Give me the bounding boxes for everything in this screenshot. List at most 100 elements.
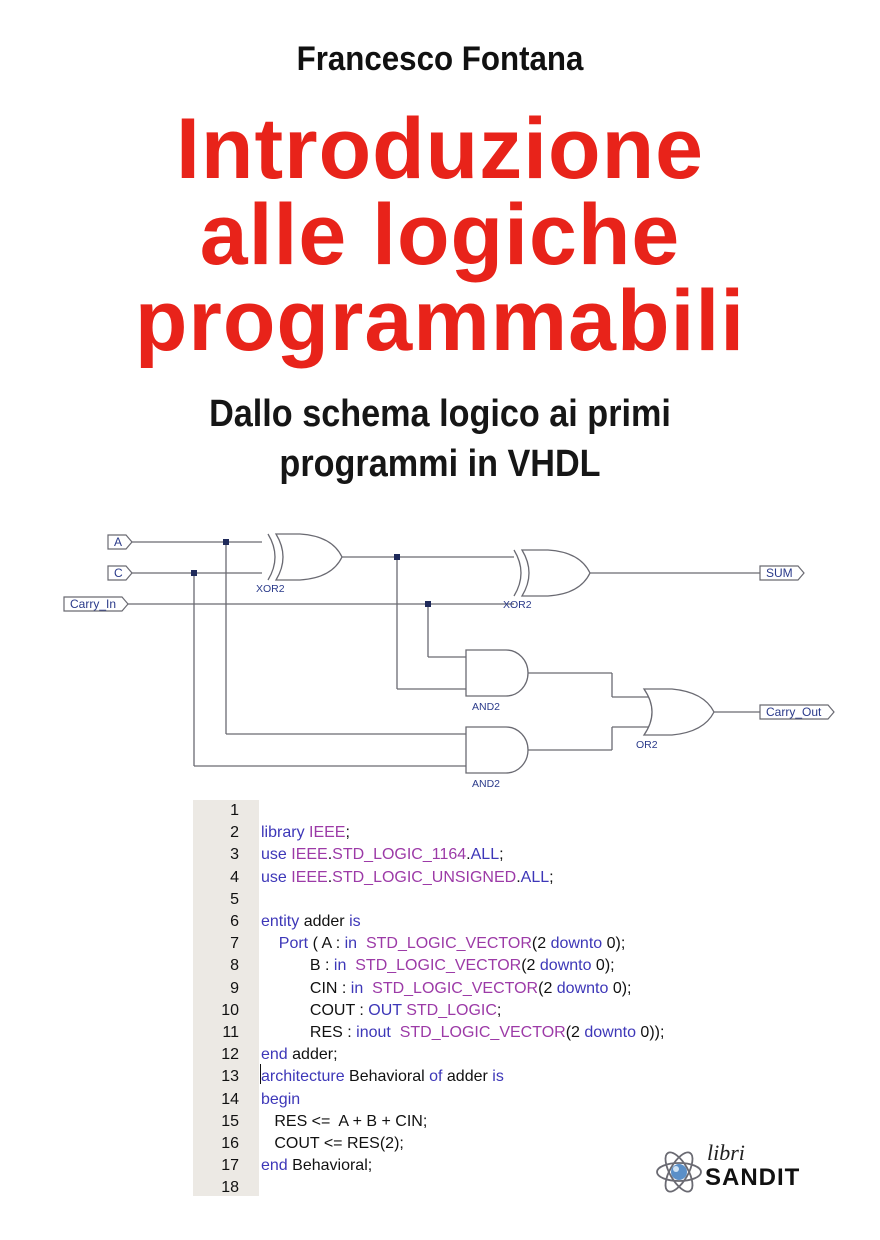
- code-token: is: [492, 1068, 504, 1086]
- port-carry-out-shape: [759, 704, 835, 720]
- code-token: [346, 957, 355, 974]
- code-token: end: [261, 1157, 293, 1175]
- code-line-number: 8: [230, 957, 239, 975]
- port-carry-in-shape: [63, 596, 129, 612]
- code-token: RES :: [261, 1024, 357, 1041]
- publisher-logo: libri SANDIT: [655, 1140, 835, 1200]
- code-line-number: 15: [221, 1112, 239, 1130]
- atom-logo-icon: [656, 1151, 702, 1193]
- input-label-carry-in: Carry_In: [70, 597, 116, 611]
- code-token: 0);: [591, 957, 615, 975]
- code-token: downto: [556, 979, 609, 997]
- code-token: IEEE: [291, 846, 328, 864]
- code-token: adder: [446, 1068, 493, 1086]
- author-name: Francesco Fontana: [296, 40, 584, 78]
- code-line-number: 5: [230, 890, 239, 908]
- code-token: use: [261, 868, 292, 886]
- port-c-shape: [107, 565, 133, 581]
- code-token: COUT <= RES(2);: [261, 1135, 404, 1152]
- gate-label-and1: AND2: [472, 701, 500, 713]
- junction-dot: [223, 539, 229, 545]
- publisher-name: SANDIT: [705, 1164, 801, 1191]
- text-cursor: [260, 1064, 261, 1084]
- code-token: adder;: [292, 1046, 338, 1064]
- input-label-a: A: [114, 535, 122, 549]
- code-line-number: 9: [230, 979, 239, 997]
- code-line: use IEEE.STD_LOGIC_1164.ALL;: [261, 846, 504, 864]
- code-line: COUT <= RES(2);: [261, 1135, 404, 1153]
- code-token: ;: [496, 1001, 502, 1019]
- code-line: RES <= A + B + CIN;: [261, 1113, 427, 1131]
- code-line-number: 3: [230, 846, 239, 864]
- code-token: begin: [261, 1090, 301, 1108]
- code-token: of: [429, 1068, 447, 1086]
- code-token: end: [261, 1046, 293, 1064]
- code-token: adder: [303, 913, 350, 930]
- junction-dot: [191, 570, 197, 576]
- code-line-number: 16: [221, 1135, 239, 1152]
- code-token: [391, 1024, 400, 1041]
- code-line: Port ( A : in STD_LOGIC_VECTOR(2 downto …: [261, 935, 626, 953]
- code-token: .: [327, 868, 333, 886]
- code-token: STD_LOGIC_VECTOR: [365, 935, 532, 953]
- code-token: downto: [584, 1024, 636, 1041]
- xor-gate-2: [513, 549, 591, 597]
- code-line-number: 14: [221, 1090, 239, 1108]
- code-token: [261, 935, 279, 952]
- port-a-shape: [107, 534, 133, 550]
- code-token: in: [350, 979, 364, 997]
- gate-label-or: OR2: [636, 739, 658, 751]
- code-line-number: 2: [230, 824, 239, 842]
- code-token: is: [349, 913, 361, 930]
- code-token: STD_LOGIC_UNSIGNED: [332, 868, 517, 886]
- code-token: (2: [531, 935, 551, 953]
- code-line-number: 17: [221, 1157, 239, 1175]
- code-token: STD_LOGIC_VECTOR: [372, 979, 539, 997]
- input-label-c: C: [114, 566, 123, 580]
- code-token: entity: [261, 913, 304, 930]
- code-token: ;: [499, 846, 504, 864]
- code-line: B : in STD_LOGIC_VECTOR(2 downto 0);: [261, 957, 615, 975]
- code-line-number: 13: [221, 1068, 239, 1086]
- code-token: RES <= A + B + CIN;: [261, 1112, 428, 1130]
- code-token: (2: [565, 1024, 585, 1041]
- code-token: .: [516, 868, 521, 886]
- code-token: Port: [278, 935, 309, 953]
- port-sum-shape: [759, 565, 805, 581]
- code-token: STD_LOGIC_1164: [332, 846, 467, 864]
- code-line: RES : inout STD_LOGIC_VECTOR(2 downto 0)…: [261, 1024, 665, 1042]
- code-token: (2: [521, 957, 540, 975]
- subtitle-line-1: Dallo schema logico ai primi: [209, 393, 671, 435]
- code-line-number: 6: [230, 913, 239, 930]
- code-line: COUT : OUT STD_LOGIC;: [261, 1002, 501, 1020]
- code-line: entity adder is: [261, 913, 361, 931]
- code-line: end Behavioral;: [261, 1157, 372, 1175]
- title-line-1: Introduzione: [176, 101, 704, 197]
- code-token: ;: [345, 824, 350, 842]
- code-token: Behavioral;: [292, 1157, 373, 1175]
- code-line: CIN : in STD_LOGIC_VECTOR(2 downto 0);: [261, 980, 632, 998]
- junction-dot: [394, 554, 400, 560]
- output-label-sum: SUM: [766, 566, 793, 580]
- code-token: ;: [549, 868, 554, 886]
- code-line-number: 12: [221, 1046, 239, 1064]
- code-token: .: [466, 846, 471, 864]
- title-line-2: alle logiche: [199, 187, 681, 283]
- and-gate-1: [465, 649, 529, 697]
- code-line: end adder;: [261, 1046, 338, 1064]
- code-token: ( A :: [308, 935, 345, 953]
- code-token: IEEE: [309, 824, 346, 842]
- code-token: STD_LOGIC_VECTOR: [355, 957, 522, 975]
- publisher-libri: libri: [707, 1140, 745, 1165]
- code-token: 0);: [608, 979, 632, 997]
- code-token: inout: [356, 1024, 391, 1041]
- gate-label-and2: AND2: [472, 778, 500, 790]
- code-token: STD_LOGIC: [406, 1001, 497, 1019]
- code-token: 0));: [635, 1024, 665, 1041]
- code-token: Behavioral: [349, 1068, 430, 1086]
- code-token: in: [333, 957, 347, 975]
- code-line-number: 1: [230, 802, 239, 819]
- code-line-number: 11: [222, 1024, 239, 1041]
- or-gate: [642, 688, 715, 736]
- code-token: library: [261, 824, 310, 842]
